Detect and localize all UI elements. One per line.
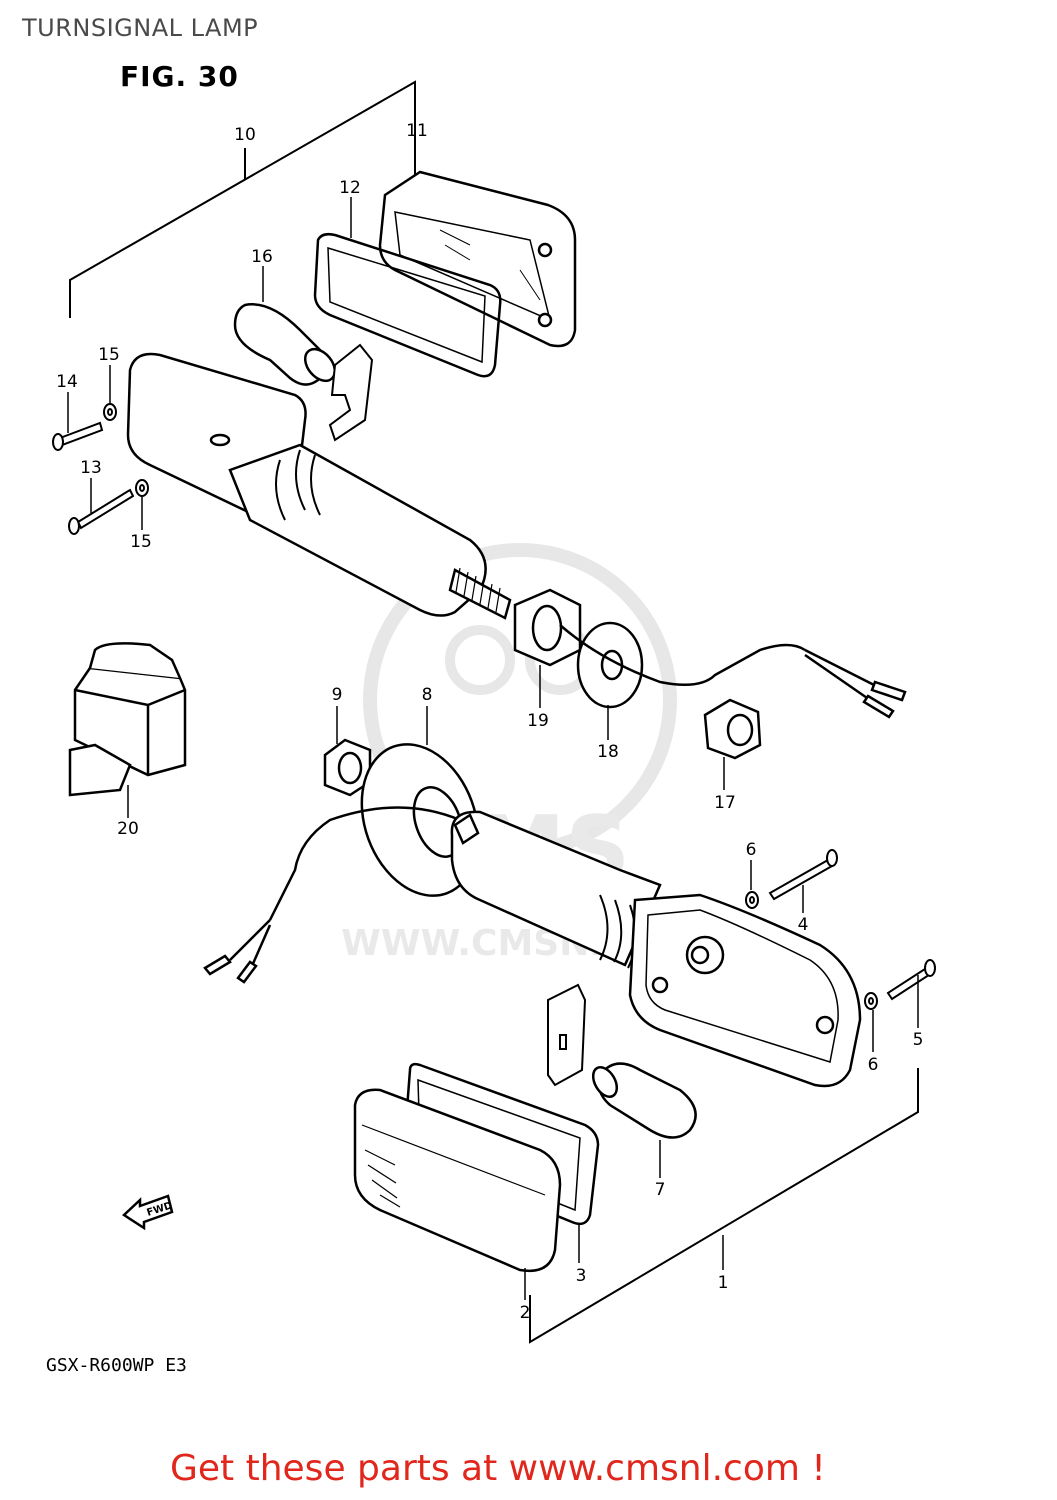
callout-18: 18 [597, 742, 619, 762]
washer-8 [360, 743, 480, 897]
washer-6-upper [745, 891, 759, 909]
nut-9 [323, 738, 372, 797]
upper-wire [559, 624, 907, 719]
screw-13 [68, 488, 135, 535]
callout-2: 2 [520, 1303, 531, 1323]
lower-bracket-clip [547, 983, 587, 1087]
upper-gasket [313, 232, 502, 378]
upper-lens [378, 170, 577, 348]
callout-labels: 1 2 3 4 5 6 6 7 8 9 10 11 12 13 14 15 15… [56, 121, 923, 1323]
fwd-arrow-icon: FWD [121, 1194, 174, 1231]
leader-lines [67, 197, 919, 1300]
nut-19 [513, 588, 582, 667]
callout-6a: 6 [746, 840, 757, 860]
nut-17 [703, 698, 762, 760]
callout-4: 4 [798, 915, 809, 935]
lower-lens [353, 1088, 562, 1273]
callout-1: 1 [718, 1273, 729, 1293]
callout-15a: 15 [98, 345, 120, 365]
page-title: TURNSIGNAL LAMP [22, 14, 259, 42]
callout-3: 3 [576, 1266, 587, 1286]
upper-bracket-clip [328, 343, 374, 442]
callout-9: 9 [332, 685, 343, 705]
upper-stud [448, 567, 512, 620]
bracket-upper-assembly [69, 80, 416, 318]
model-code: GSX-R600WP E3 [46, 1355, 187, 1376]
washer-15-upper [103, 403, 117, 421]
callout-13: 13 [80, 458, 102, 478]
callout-19: 19 [527, 711, 549, 731]
washer-6-lower [864, 992, 878, 1010]
callout-17: 17 [714, 793, 736, 813]
callout-20: 20 [117, 819, 139, 839]
callout-10: 10 [234, 125, 256, 145]
lower-wire [203, 806, 461, 984]
washer-15-lower [135, 479, 149, 497]
callout-11: 11 [406, 121, 428, 141]
callout-6b: 6 [868, 1055, 879, 1075]
callout-7: 7 [655, 1180, 666, 1200]
bracket-lower-assembly [529, 1068, 919, 1344]
callout-14: 14 [56, 372, 78, 392]
screw-4 [768, 849, 838, 901]
relay [68, 642, 187, 797]
washer-18 [576, 621, 644, 709]
figure-label: FIG. 30 [120, 60, 239, 93]
lower-bulb [591, 1062, 697, 1139]
lower-housing [450, 810, 862, 1088]
screw-5 [886, 959, 936, 1001]
callout-12: 12 [339, 178, 361, 198]
callout-15b: 15 [130, 532, 152, 552]
footer-cta-link[interactable]: Get these parts at www.cmsnl.com ! [170, 1448, 826, 1489]
callout-16: 16 [251, 247, 273, 267]
upper-housing [126, 352, 487, 617]
screw-14 [52, 421, 104, 451]
callout-5: 5 [913, 1030, 924, 1050]
callout-8: 8 [422, 685, 433, 705]
upper-bulb [233, 303, 337, 386]
